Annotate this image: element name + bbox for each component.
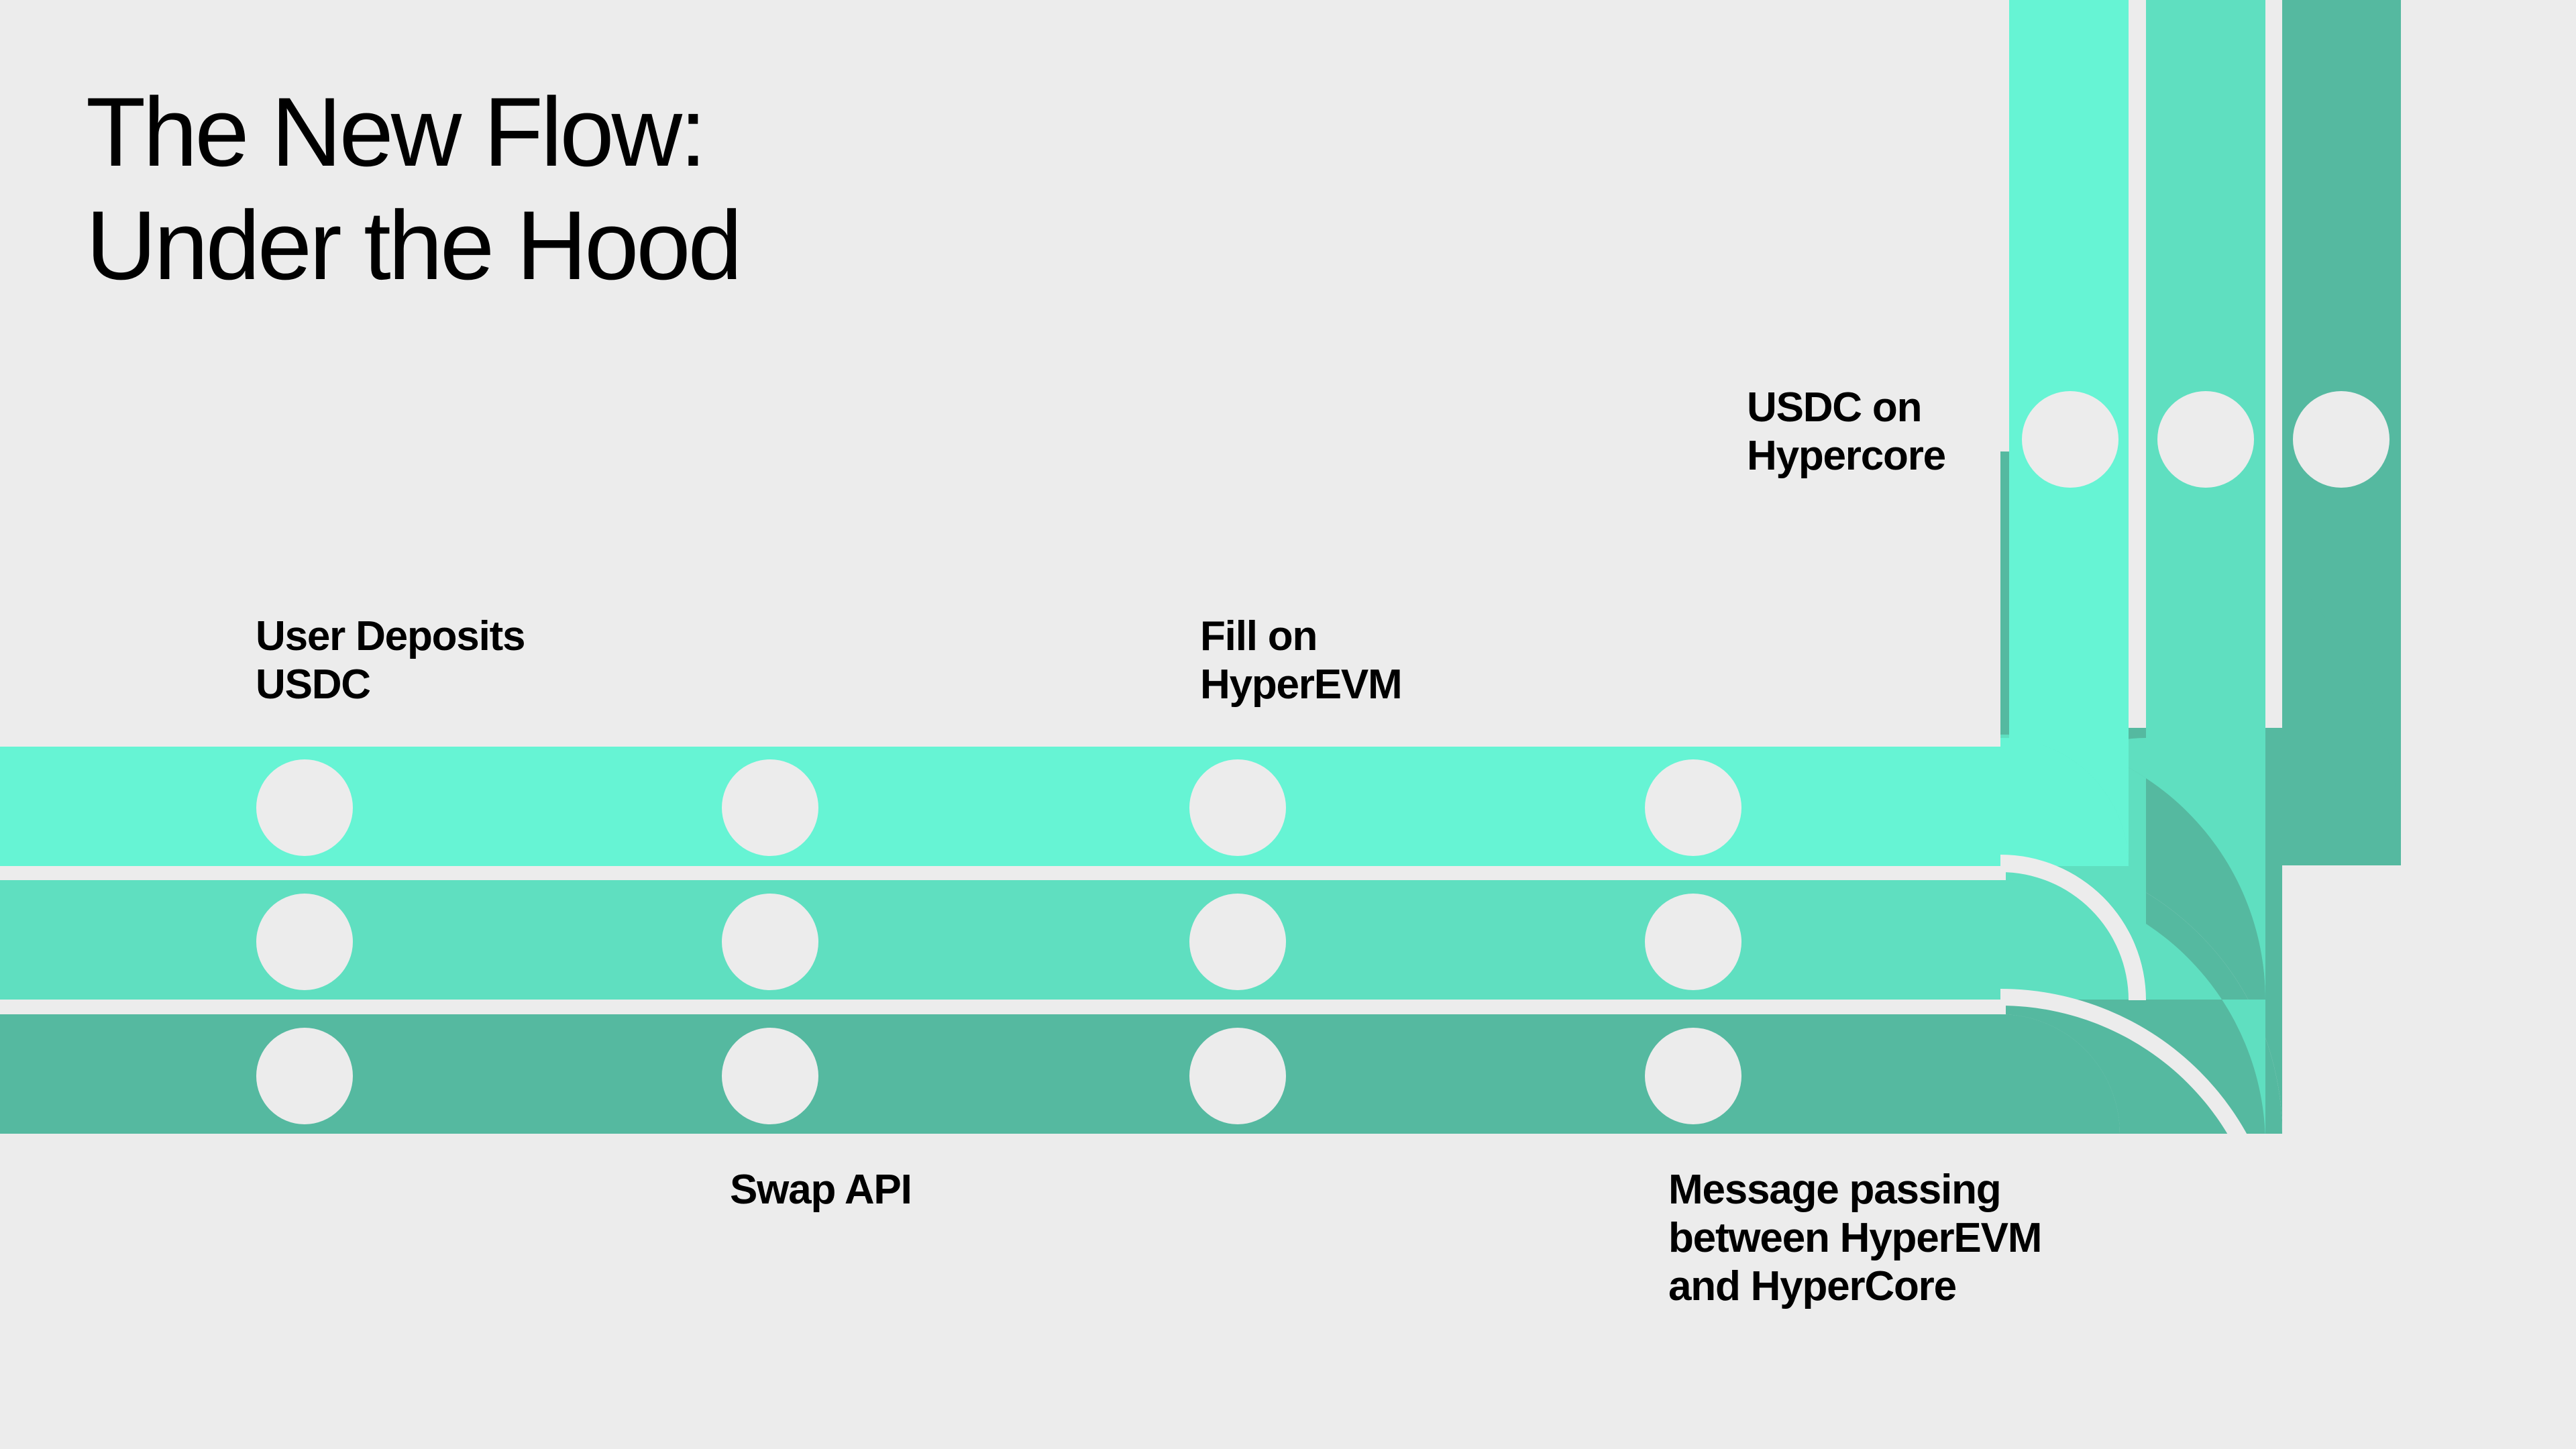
label-swap-api: Swap API bbox=[730, 1167, 912, 1213]
node-top-1 bbox=[256, 759, 353, 856]
page-title-line-2: Under the Hood bbox=[86, 191, 743, 301]
track-bottom-nodes bbox=[256, 1028, 1741, 1124]
node-bottom-2 bbox=[722, 1028, 818, 1124]
label-message-passing: Message passing between HyperEVM and Hyp… bbox=[1668, 1167, 2042, 1309]
label-fill-on-hyperevm: Fill on HyperEVM bbox=[1200, 613, 1403, 708]
node-top-4 bbox=[1645, 759, 1741, 856]
node-middle-3 bbox=[1189, 894, 1286, 990]
node-top-3 bbox=[1189, 759, 1286, 856]
label-usdc-on-hypercore: USDC on Hypercore bbox=[1747, 384, 1946, 479]
node-top-2 bbox=[722, 759, 818, 856]
node-middle-1 bbox=[256, 894, 353, 990]
vertical-pipe-nodes bbox=[2022, 391, 2390, 488]
page-title: The New Flow:Under the Hood bbox=[86, 75, 743, 303]
node-bottom-3 bbox=[1189, 1028, 1286, 1124]
node-bottom-4 bbox=[1645, 1028, 1741, 1124]
node-middle-4 bbox=[1645, 894, 1741, 990]
node-vertical-3 bbox=[2293, 391, 2390, 488]
label-user-deposits-usdc: User Deposits USDC bbox=[256, 613, 526, 708]
node-vertical-2 bbox=[2157, 391, 2254, 488]
node-vertical-1 bbox=[2022, 391, 2118, 488]
page-title-line-1: The New Flow: bbox=[86, 77, 707, 186]
node-middle-2 bbox=[722, 894, 818, 990]
node-bottom-1 bbox=[256, 1028, 353, 1124]
track-top-nodes bbox=[256, 759, 1741, 856]
track-middle-nodes bbox=[256, 894, 1741, 990]
